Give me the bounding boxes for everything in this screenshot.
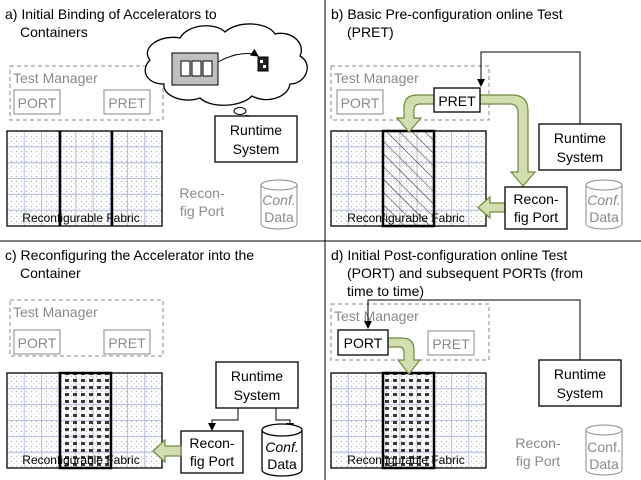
panel-a: a) Initial Binding of Accelerators to Co…	[5, 6, 308, 230]
pret-box	[427, 330, 475, 356]
conf-label-line1: Conf.	[262, 192, 295, 208]
conf-label-line1: Conf.	[587, 439, 620, 455]
recon-port-label-line1: Recon-	[189, 435, 234, 451]
recon-port-label-line1: Recon-	[515, 435, 560, 451]
runtime-label-line1: Runtime	[230, 122, 282, 138]
pret-label: PRET	[432, 336, 470, 352]
port-box	[13, 329, 61, 355]
panel-b: b) Basic Pre-configuration online Test (…	[330, 6, 623, 230]
bind-arrow	[217, 48, 259, 63]
conf-data-cylinder	[261, 423, 303, 437]
runtime-label-line1: Runtime	[231, 368, 283, 384]
thought-cloud	[144, 23, 308, 106]
test-manager-box	[9, 65, 164, 121]
fabric-label: Reconfigurable Fabric	[22, 211, 139, 225]
container-slot	[180, 60, 191, 77]
pret-to-reconfig-arrow	[479, 94, 537, 187]
port-to-fabric-arrow	[387, 337, 422, 375]
runtime-label-line2: System	[234, 387, 281, 403]
conf-label-line2: Data	[589, 456, 619, 472]
conf-label-line2: Data	[267, 456, 297, 472]
pret-label: PRET	[108, 335, 146, 351]
panel-a-title-line2: Containers	[20, 24, 88, 40]
fabric-label: Reconfigurable Fabric	[347, 453, 464, 467]
panel-b-title-line1: b) Basic Pre-configuration online Test	[331, 6, 563, 22]
runtime-to-reconfig-arrow	[208, 408, 239, 431]
runtime-label-line1: Runtime	[554, 130, 606, 146]
recon-port-label-line2: fig Port	[516, 453, 560, 469]
fabric-border	[6, 130, 163, 227]
panel-d: d) Initial Post-configuration online Tes…	[330, 247, 623, 476]
port-label: PORT	[344, 335, 383, 351]
panel-b-title-line2: (PRET)	[347, 24, 394, 40]
recon-port-label-line1: Recon-	[179, 185, 224, 201]
panel-d-title-line1: d) Initial Post-configuration online Tes…	[331, 247, 567, 263]
pret-to-fabric-arrow	[395, 94, 435, 133]
runtime-system-box	[538, 359, 622, 407]
test-manager-label: Test Manager	[13, 70, 98, 86]
tested-container	[381, 371, 436, 470]
conf-label-line1: Conf.	[265, 439, 298, 455]
runtime-label-line2: System	[557, 385, 604, 401]
runtime-system-box	[538, 123, 622, 171]
port-box	[13, 89, 61, 115]
port-label: PORT	[341, 95, 380, 111]
reconfig-to-fabric-arrow	[152, 438, 182, 464]
panel-c-title-line2: Container	[20, 265, 81, 281]
pret-box	[103, 329, 151, 355]
thought-bubble	[233, 107, 247, 115]
pret-box	[103, 89, 151, 115]
recon-port-label-line2: fig Port	[190, 453, 234, 469]
port-label: PORT	[18, 95, 57, 111]
panel-d-title-line2: (PORT) and subsequent PORTs (from	[347, 265, 583, 281]
configured-container	[58, 371, 113, 470]
reconfig-port-box	[504, 186, 568, 230]
conf-data-cylinder	[585, 179, 623, 191]
fabric-label: Reconfigurable Fabric	[347, 211, 464, 225]
runtime-to-pret-arrow	[477, 51, 581, 124]
panel-d-title-line3: time to time)	[347, 283, 424, 299]
conf-data-cylinder	[260, 179, 298, 191]
pret-label: PRET	[438, 93, 476, 109]
pret-label: PRET	[108, 95, 146, 111]
runtime-to-port-arrow	[364, 299, 581, 360]
runtime-system-box	[214, 115, 298, 163]
recon-port-label-line2: fig Port	[180, 203, 224, 219]
fabric-label: Reconfigurable Fabric	[22, 453, 139, 467]
reconfig-to-fabric-arrow	[477, 195, 506, 220]
container-under-test	[381, 129, 436, 228]
conf-label-line1: Conf.	[587, 192, 620, 208]
test-manager-label: Test Manager	[13, 304, 98, 320]
test-manager-label: Test Manager	[334, 308, 419, 324]
runtime-label-line2: System	[557, 149, 604, 165]
reconfig-port-box	[180, 430, 244, 474]
conf-data-cylinder	[585, 424, 623, 436]
pret-box-active	[433, 87, 481, 113]
runtime-system-box	[215, 361, 299, 409]
port-label: PORT	[18, 335, 57, 351]
runtime-label-line1: Runtime	[554, 366, 606, 382]
recon-port-label-line1: Recon-	[513, 191, 558, 207]
panel-c-title-line1: c) Reconfiguring the Accelerator into th…	[5, 247, 254, 263]
runtime-label-line2: System	[233, 141, 280, 157]
test-manager-label: Test Manager	[334, 70, 419, 86]
port-box-active	[337, 329, 389, 356]
recon-port-label-line2: fig Port	[514, 209, 558, 225]
reconfigurable-fabric	[6, 130, 163, 227]
container-slot	[202, 60, 213, 77]
conf-label-line2: Data	[589, 209, 619, 225]
port-box	[336, 89, 384, 115]
test-manager-box	[330, 303, 490, 361]
conf-label-line2: Data	[264, 209, 294, 225]
container-slot	[191, 60, 202, 77]
accelerator-icon	[257, 56, 269, 72]
panel-c: c) Reconfiguring the Accelerator into th…	[5, 247, 303, 477]
panel-a-title-line1: a) Initial Binding of Accelerators to	[5, 6, 217, 22]
